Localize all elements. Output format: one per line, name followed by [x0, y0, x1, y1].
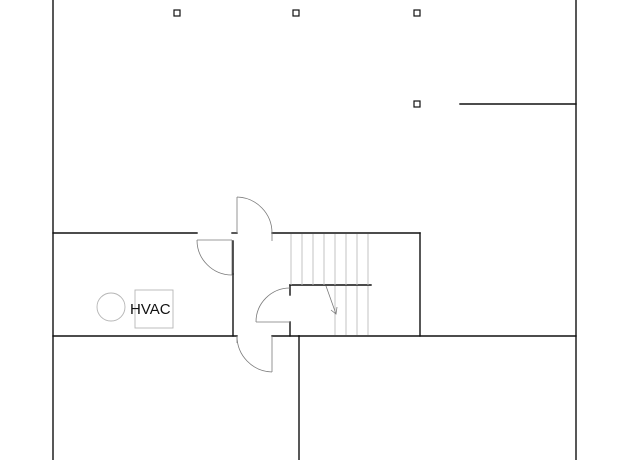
column-2 — [292, 9, 300, 17]
stair-direction-arrow — [325, 285, 338, 315]
interior-walls — [52, 232, 577, 460]
stair-treads — [290, 234, 369, 335]
doors — [196, 196, 291, 373]
stair-door — [255, 287, 291, 323]
column-1 — [173, 9, 181, 17]
column-3 — [413, 9, 421, 17]
furnace-unit-icon — [134, 289, 174, 329]
column-4 — [413, 100, 421, 108]
structural-columns — [173, 9, 421, 108]
exterior-walls — [52, 0, 577, 460]
hvac-equipment: HVAC — [96, 289, 174, 329]
hvac-door — [196, 239, 233, 276]
water-heater-icon — [96, 292, 126, 322]
lower-hall-door — [236, 335, 273, 373]
hvac-room-label: HVAC — [130, 301, 171, 318]
upper-hall-door — [236, 196, 273, 241]
